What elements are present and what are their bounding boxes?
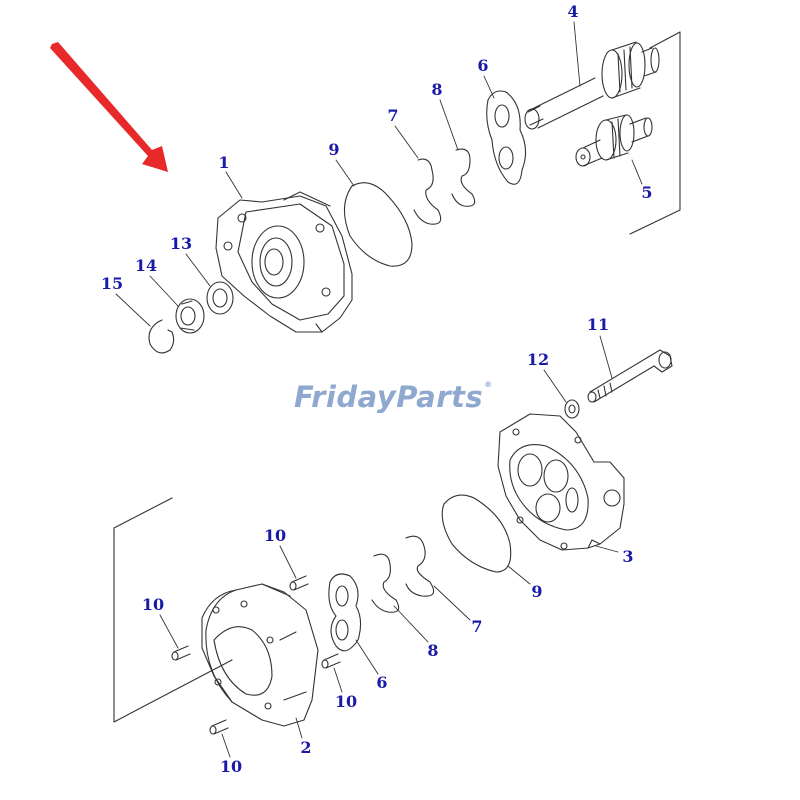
callout-part-10: 10 <box>263 526 287 545</box>
part-5-driven-gear <box>575 114 653 167</box>
callout-part-7: 7 <box>387 106 399 125</box>
lower-assembly-bracket <box>113 497 233 723</box>
part-11-bolt <box>587 349 673 403</box>
part-10-dowel-pin-d <box>209 719 229 735</box>
part-2-gear-housing <box>201 583 319 727</box>
watermark-text-right: Parts <box>396 380 484 414</box>
watermark-text-left: Frida <box>294 380 377 414</box>
callout-part-13: 13 <box>169 234 193 253</box>
part-14-oil-seal <box>175 298 205 334</box>
callout-part-12: 12 <box>526 350 550 369</box>
callout-part-9: 9 <box>328 140 340 159</box>
part-15-snap-ring <box>148 319 175 354</box>
callout-part-15: 15 <box>100 274 124 293</box>
callout-part-10: 10 <box>141 595 165 614</box>
callout-part-6: 6 <box>376 673 388 692</box>
part-10-dowel-pin-c <box>321 653 341 669</box>
part-8-seal-lower <box>371 553 400 613</box>
callout-part-10: 10 <box>334 692 358 711</box>
part-12-washer <box>564 399 580 419</box>
part-10-dowel-pin-b <box>171 645 191 661</box>
part-6-wear-plate-upper <box>486 90 527 185</box>
watermark-checkmark-y: y <box>376 380 397 414</box>
callout-part-4: 4 <box>567 2 579 21</box>
part-9-gasket-lower <box>441 494 512 573</box>
part-7-seal-lower <box>405 535 435 597</box>
callout-part-6: 6 <box>477 56 489 75</box>
part-8-seal-upper <box>451 148 476 207</box>
callout-part-8: 8 <box>427 641 439 660</box>
callout-part-14: 14 <box>134 256 158 275</box>
callout-part-3: 3 <box>622 547 634 566</box>
callout-part-10: 10 <box>219 757 243 776</box>
callout-part-7: 7 <box>471 617 483 636</box>
callout-part-2: 2 <box>300 738 312 757</box>
part-13-washer <box>206 281 234 315</box>
part-4-drive-gear-shaft <box>524 41 660 130</box>
part-3-rear-cover <box>497 413 625 551</box>
red-arrow-icon <box>50 42 168 172</box>
registered-mark: ® <box>484 380 493 389</box>
leader-lines <box>115 21 643 758</box>
part-10-dowel-pin-a <box>289 575 309 591</box>
callout-part-8: 8 <box>431 80 443 99</box>
callout-part-1: 1 <box>218 153 230 172</box>
callout-part-11: 11 <box>586 315 610 334</box>
callout-part-9: 9 <box>531 582 543 601</box>
part-6-wear-plate-lower <box>328 573 362 652</box>
fridayparts-watermark: FridayParts® <box>294 380 493 414</box>
part-7-seal-upper <box>413 158 442 225</box>
part-1-front-cover <box>215 191 353 333</box>
part-9-gasket-upper <box>343 182 413 267</box>
upper-assembly-bracket <box>629 31 681 235</box>
callout-part-5: 5 <box>641 183 653 202</box>
